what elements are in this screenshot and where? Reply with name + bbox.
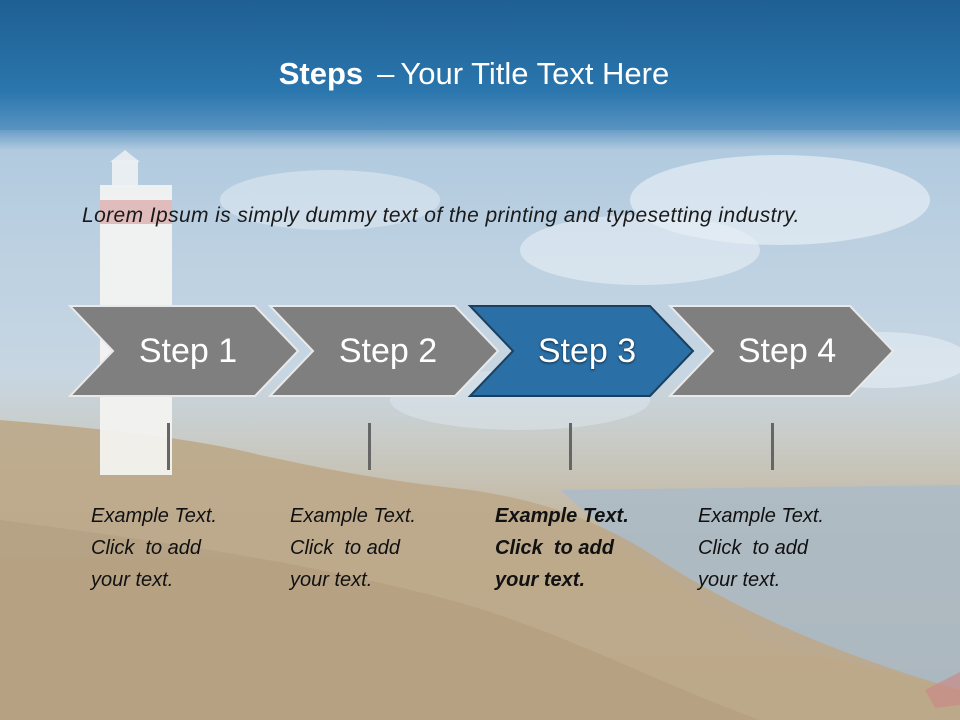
caption-line: Click to add <box>698 537 809 559</box>
step-3-caption[interactable]: Example Text. Click to add your text. <box>495 500 629 596</box>
title-separator: – <box>377 56 395 91</box>
step-2-label: Step 2 <box>338 332 438 370</box>
title-text: Your Title Text Here <box>400 56 670 91</box>
title-bar <box>0 0 960 150</box>
step-1-label: Step 1 <box>138 332 238 370</box>
caption-line: Example Text. <box>495 505 629 527</box>
caption-line: your text. <box>290 569 373 591</box>
caption-line: Example Text. <box>91 505 217 527</box>
step-3-label: Step 3 <box>537 332 637 370</box>
title-bold-word: Steps <box>278 56 364 91</box>
caption-line: Example Text. <box>290 505 416 527</box>
caption-line: your text. <box>91 569 174 591</box>
caption-line: your text. <box>698 569 781 591</box>
caption-line: Click to add <box>91 537 202 559</box>
step-4-arrow[interactable] <box>667 305 895 397</box>
step-4-label: Step 4 <box>737 332 837 370</box>
step-4-caption[interactable]: Example Text. Click to add your text. <box>698 500 824 596</box>
step-3-arrow[interactable] <box>467 305 695 397</box>
step-2-caption[interactable]: Example Text. Click to add your text. <box>290 500 416 596</box>
caption-line: Example Text. <box>698 505 824 527</box>
intro-text[interactable]: Lorem Ipsum is simply dummy text of the … <box>82 204 800 227</box>
caption-line: Click to add <box>495 537 614 559</box>
caption-line: Click to add <box>290 537 401 559</box>
step-3-connector <box>569 423 572 470</box>
step-1-caption[interactable]: Example Text. Click to add your text. <box>91 500 217 596</box>
step-1-connector <box>167 423 170 470</box>
step-2-connector <box>368 423 371 470</box>
step-2-arrow[interactable] <box>267 305 500 397</box>
caption-line: your text. <box>495 569 586 591</box>
step-4-connector <box>771 423 774 470</box>
slide-title[interactable]: Steps–Your Title Text Here <box>0 54 954 94</box>
step-1-arrow[interactable] <box>67 305 300 397</box>
